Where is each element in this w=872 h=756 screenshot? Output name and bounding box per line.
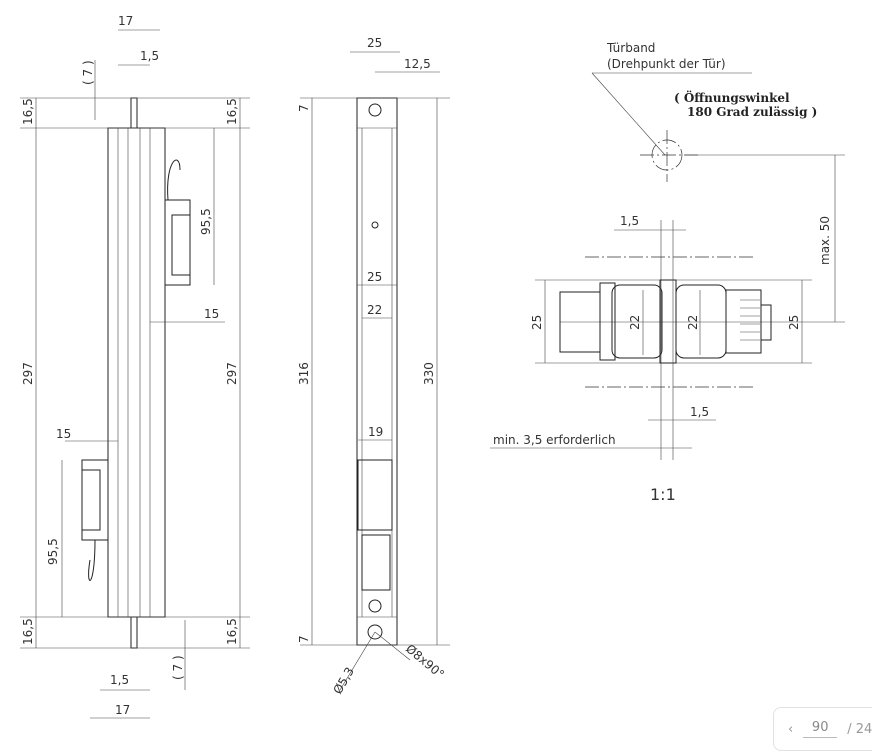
dim-17-bottom: 17: [115, 703, 130, 717]
dim-15-left: 15: [56, 427, 71, 441]
dim-17-top: 17: [118, 14, 133, 28]
dim-7-top: ( 7 ): [81, 60, 95, 85]
dim-16-5-tl: 16,5: [21, 98, 35, 125]
dim-95-5-right: 95,5: [199, 208, 213, 235]
dim-1-5-bottom-right: 1,5: [690, 405, 709, 419]
dim-25-right-right: 25: [787, 315, 801, 330]
dim-22-a: 22: [628, 315, 642, 330]
dim-15-right: 15: [204, 307, 219, 321]
dim-7-bottom: ( 7 ): [171, 655, 185, 680]
scale-label: 1:1: [650, 485, 676, 504]
dim-countersink: Ø8x90°: [403, 642, 447, 682]
page-number-input[interactable]: 90: [803, 720, 838, 738]
left-view: 17 1,5 ( 7 ) 16,5 16,5 95,5 15 297 297 1…: [20, 14, 250, 719]
dim-12-5: 12,5: [404, 57, 431, 71]
dim-7-bottom-mid: 7: [297, 635, 311, 643]
dim-316: 316: [297, 362, 311, 385]
dim-19: 19: [368, 425, 383, 439]
dim-25-mid: 25: [367, 270, 382, 284]
hinge-label: Türband: [606, 41, 655, 55]
dim-22-mid: 22: [367, 303, 382, 317]
dim-297-left: 297: [21, 362, 35, 385]
dim-25-top: 25: [367, 36, 382, 50]
dim-330: 330: [422, 362, 436, 385]
chevron-left-icon[interactable]: ‹: [788, 721, 794, 737]
dim-7-top-mid: 7: [297, 104, 311, 112]
dim-25-left-right: 25: [530, 315, 544, 330]
min-gap-note: min. 3,5 erforderlich: [493, 433, 616, 447]
opening-angle-note: ( Öffnungswinkel: [674, 89, 790, 105]
page-total: / 248: [847, 721, 872, 737]
dim-16-5-bl: 16,5: [21, 618, 35, 645]
opening-angle-note-2: 180 Grad zulässig ): [687, 105, 817, 119]
dim-16-5-br: 16,5: [225, 618, 239, 645]
page-navigator: ‹ 90 / 248: [773, 707, 872, 751]
dim-hole-diameter: Ø5,3: [330, 665, 356, 697]
hinge-pivot-label: (Drehpunkt der Tür): [607, 57, 726, 71]
dim-1-5-top: 1,5: [140, 49, 159, 63]
dim-max-50: max. 50: [818, 216, 832, 265]
middle-view: 25 12,5 7 25 22 316 330 19 7 Ø5,3 Ø8x90°: [297, 36, 450, 697]
dim-1-5-top-right: 1,5: [620, 214, 639, 228]
right-view: Türband (Drehpunkt der Tür) ( Öffnungswi…: [490, 41, 845, 504]
dim-22-b: 22: [686, 315, 700, 330]
dim-16-5-tr: 16,5: [225, 98, 239, 125]
dim-95-5-left: 95,5: [46, 538, 60, 565]
dim-297-right: 297: [225, 362, 239, 385]
dim-1-5-bottom: 1,5: [110, 673, 129, 687]
